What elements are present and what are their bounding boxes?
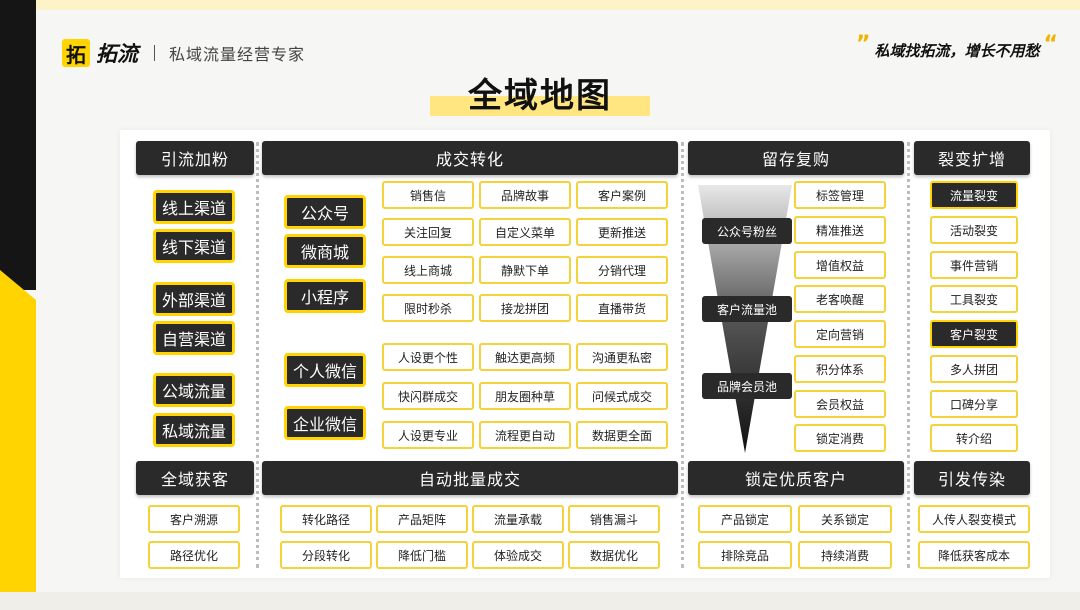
tactic-item: 关注回复 [382,218,474,246]
retention-item: 会员权益 [794,390,886,418]
bottom-item: 体验成交 [472,541,564,569]
channel-item: 线上渠道 [153,190,235,224]
bottom-item: 路径优化 [148,541,240,569]
fission-item: 转介绍 [930,424,1018,452]
retention-item: 积分体系 [794,355,886,383]
col-header-conversion: 成交转化 [262,141,678,175]
tactic-item: 更新推送 [576,218,668,246]
bottom-header-auto-sales: 自动批量成交 [262,461,678,495]
tactic-item: 线上商城 [382,256,474,284]
page-title-block: 全域地图 [430,68,650,118]
tactic-item: 快闪群成交 [382,382,474,410]
top-band [0,0,1080,10]
logo-name: 拓流 [96,42,138,66]
platform-label: 微商城 [284,234,366,268]
bottom-item: 产品锁定 [698,505,792,533]
fission-item: 工具裂变 [930,285,1018,313]
retention-item: 增值权益 [794,251,886,279]
bottom-header-acquire: 全域获客 [136,461,254,495]
channel-item: 线下渠道 [153,229,235,263]
corner-decoration-black [0,0,36,290]
fission-item: 客户裂变 [930,320,1018,348]
retention-item: 定向营销 [794,320,886,348]
fission-item: 多人拼团 [930,355,1018,383]
bottom-header-lock-customers: 锁定优质客户 [688,461,904,495]
platform-label: 企业微信 [284,406,366,440]
diagram-panel: 引流加粉 成交转化 留存复购 裂变扩增 线上渠道 线下渠道 外部渠道 自营渠道 … [120,130,1050,578]
bottom-item: 销售漏斗 [568,505,660,533]
page-title: 全域地图 [468,76,612,116]
tactic-item: 沟通更私密 [576,343,668,371]
bottom-item: 产品矩阵 [376,505,468,533]
brand-tagline: 私域流量经营专家 [169,45,306,64]
bottom-item: 流量承载 [472,505,564,533]
logo-divider [154,45,155,61]
tactic-item: 流程更自动 [479,421,571,449]
col-header-retention: 留存复购 [688,141,904,175]
platform-label: 公众号 [284,195,366,229]
tactic-item: 限时秒杀 [382,294,474,322]
slogan-text: 私域找拓流，增长不用愁 [874,42,1040,60]
bottom-item: 数据优化 [568,541,660,569]
funnel-label: 公众号粉丝 [702,218,792,244]
tactic-item: 接龙拼团 [479,294,571,322]
fission-item: 事件营销 [930,251,1018,279]
retention-item: 老客唤醒 [794,285,886,313]
retention-item: 精准推送 [794,216,886,244]
tactic-item: 自定义菜单 [479,218,571,246]
retention-item: 锁定消费 [794,424,886,452]
tactic-item: 人设更专业 [382,421,474,449]
bottom-item: 人传人裂变模式 [918,505,1030,533]
fission-item: 活动裂变 [930,216,1018,244]
col-header-traffic: 引流加粉 [136,141,254,175]
slogan: ” 私域找拓流，增长不用愁 “ [856,32,1058,61]
bottom-item: 关系锁定 [798,505,892,533]
funnel-label: 客户流量池 [702,296,792,322]
separator [681,142,688,568]
funnel-label: 品牌会员池 [702,373,792,399]
open-quote-icon: ” [856,32,871,57]
bottom-item: 客户溯源 [148,505,240,533]
tactic-item: 数据更全面 [576,421,668,449]
tactic-item: 直播带货 [576,294,668,322]
fission-item: 口碑分享 [930,390,1018,418]
tactic-item: 品牌故事 [479,181,571,209]
bottom-item: 分段转化 [280,541,372,569]
close-quote-icon: “ [1043,32,1058,57]
bottom-item: 持续消费 [798,541,892,569]
retention-item: 标签管理 [794,181,886,209]
bottom-item: 降低门槛 [376,541,468,569]
tactic-item: 人设更个性 [382,343,474,371]
platform-label: 个人微信 [284,353,366,387]
tactic-item: 朋友圈种草 [479,382,571,410]
tactic-item: 客户案例 [576,181,668,209]
fission-item: 流量裂变 [930,181,1018,209]
channel-item: 自营渠道 [153,321,235,355]
tactic-item: 分销代理 [576,256,668,284]
tactic-item: 静默下单 [479,256,571,284]
corner-decoration-yellow [0,300,36,610]
bottom-band [0,592,1080,610]
channel-item: 公域流量 [153,373,235,407]
separator [907,142,914,568]
platform-label: 小程序 [284,279,366,313]
title-highlight [430,96,650,116]
logo-badge: 拓 [62,39,90,67]
separator [256,142,263,568]
tactic-item: 销售信 [382,181,474,209]
bottom-item: 排除竞品 [698,541,792,569]
tactic-item: 触达更高频 [479,343,571,371]
col-header-fission: 裂变扩增 [914,141,1030,175]
bottom-header-spread: 引发传染 [914,461,1030,495]
bottom-item: 转化路径 [280,505,372,533]
bottom-item: 降低获客成本 [918,541,1030,569]
corner-decoration-yellow-tip [0,270,36,300]
channel-item: 外部渠道 [153,282,235,316]
channel-item: 私域流量 [153,413,235,447]
brand-logo: 拓 拓流 私域流量经营专家 [62,38,305,68]
tactic-item: 问候式成交 [576,382,668,410]
